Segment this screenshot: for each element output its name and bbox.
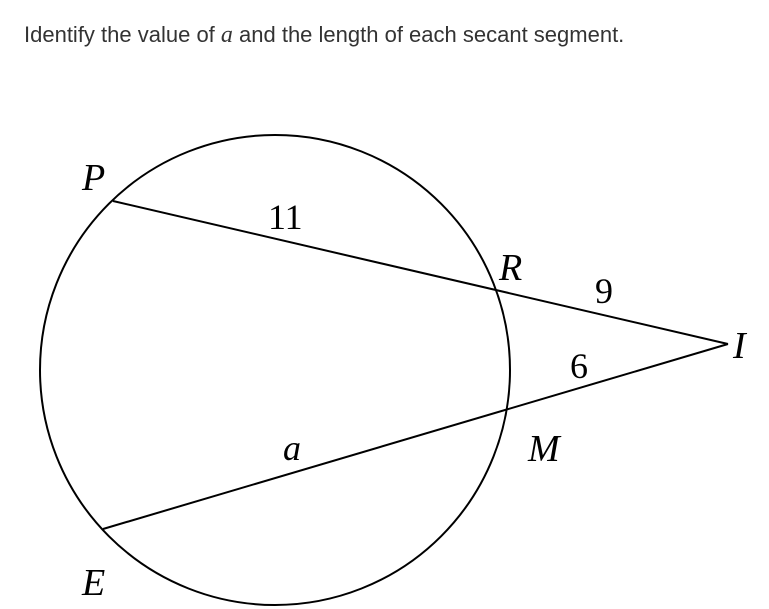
circle [39, 134, 511, 606]
segment-label-RI: 9 [595, 271, 613, 311]
question-text-start: Identify the value of [24, 22, 221, 47]
point-label-M: M [527, 428, 562, 470]
point-label-P: P [81, 157, 105, 199]
point-label-I: I [732, 325, 748, 367]
secant-line-PI [112, 200, 729, 345]
point-label-E: E [81, 562, 105, 604]
segment-label-EM: a [283, 428, 301, 468]
segment-label-MI: 6 [570, 346, 588, 386]
secant-line-EI [102, 343, 729, 530]
question-prompt: Identify the value of a and the length o… [24, 20, 624, 50]
question-text-end: and the length of each secant segment. [232, 22, 625, 47]
segment-label-PR: 11 [268, 197, 303, 237]
point-label-R: R [498, 247, 522, 289]
question-variable: a [220, 22, 233, 48]
